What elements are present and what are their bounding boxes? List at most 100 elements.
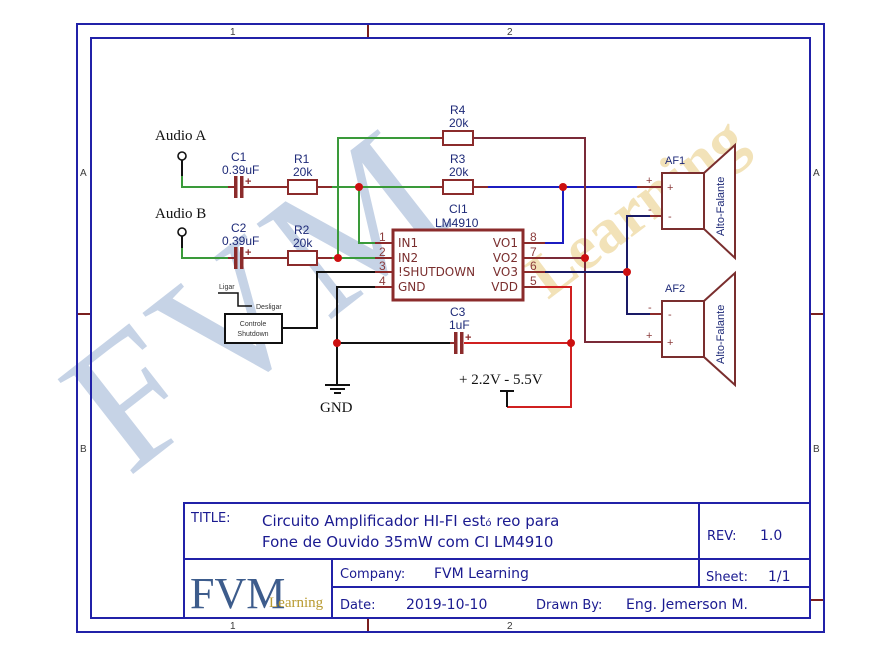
capacitor-c3[interactable]: + C3 1uF: [449, 305, 471, 354]
title-block-frame: [183, 502, 811, 619]
capacitor-c2-polarity: +: [245, 247, 251, 259]
ic-pin-number: 7: [530, 245, 537, 259]
wire-audio-a-to-c1: [181, 176, 228, 188]
column-label-top-2: 2: [507, 27, 513, 38]
column-label-bottom-2: 2: [507, 621, 513, 632]
shutdown-on-label: Ligar: [219, 284, 235, 291]
resistor-r2-ref: R2: [294, 223, 310, 237]
resistor-r4-body-icon: [442, 130, 474, 146]
resistor-r4-ref: R4: [450, 103, 466, 117]
wire-in2-to-r4: [337, 137, 430, 258]
ground-icon: [325, 384, 350, 394]
title-line-1-post: reo para: [491, 512, 559, 530]
ic-pin-number: 8: [530, 230, 537, 244]
speaker-af1[interactable]: AF1 Alto-Falante + - + -: [646, 142, 736, 261]
capacitor-c3-ref: C3: [450, 305, 466, 319]
speaker-af1-type: Alto-Falante: [715, 177, 727, 236]
junctions: [333, 183, 631, 347]
shutdown-control-label-2: Shutdown: [237, 331, 268, 338]
shutdown-control-box[interactable]: [224, 313, 283, 344]
capacitor-c2-plate-icon: [240, 247, 244, 269]
capacitor-c2-plate-icon: [234, 247, 238, 269]
ic-part-number: LM4910: [435, 216, 479, 230]
ic-pin-name: IN2: [398, 251, 418, 265]
ic-pin-number: 1: [379, 230, 386, 244]
resistor-r2[interactable]: R2 20k: [287, 223, 318, 266]
capacitor-c1[interactable]: + C1 0.39uF: [222, 150, 259, 198]
row-label-right-a: A: [813, 168, 820, 179]
shutdown-control[interactable]: Ligar Desligar Controle Shutdown: [218, 284, 283, 344]
wire-speaker-minus-stubs: [650, 215, 662, 315]
resistor-r3-value: 20k: [449, 165, 469, 179]
power-terminal-icon: [500, 390, 514, 407]
junction-dot: [581, 254, 589, 262]
junction-dot: [567, 339, 575, 347]
input-audio-b-label: Audio B: [155, 206, 206, 222]
ic-pin-name: VO2: [493, 251, 518, 265]
row-label-left-a: A: [80, 168, 87, 179]
capacitor-c2-ref: C2: [231, 221, 247, 235]
ic-pin-number: 4: [379, 274, 386, 288]
wire-audio-b-to-c2: [181, 248, 228, 259]
capacitor-c1-ref: C1: [231, 150, 247, 164]
resistor-r1[interactable]: R1 20k: [287, 152, 318, 195]
ic-pin-name: VO3: [493, 265, 518, 279]
outer-border: [76, 23, 825, 633]
resistor-r3-ref: R3: [450, 152, 466, 166]
wire-vo1-feedback: [545, 187, 564, 244]
speaker-af1-ref: AF1: [665, 155, 685, 167]
speaker-af1-minus-pin: -: [648, 204, 652, 216]
ground: GND: [320, 384, 353, 416]
ic-pin-name: VDD: [491, 280, 518, 294]
ic-pin-name: IN1: [398, 236, 418, 250]
title-line-1-glyph: ó: [485, 517, 491, 529]
date-label: Date:: [340, 598, 375, 613]
sheet-value: 1/1: [768, 569, 791, 585]
speaker-af2[interactable]: AF2 Alto-Falante - + - +: [646, 270, 736, 388]
speaker-af2-ref: AF2: [665, 283, 685, 295]
rev-value: 1.0: [760, 528, 782, 544]
input-audio-b: Audio B: [155, 206, 206, 248]
capacitor-c3-plate-icon: [454, 332, 458, 354]
terminal-audio-a-icon: [177, 151, 187, 161]
ic-ref: CI1: [449, 202, 468, 216]
title-block: TITLE: Circuito Amplificador HI-FI estó …: [183, 502, 811, 619]
wire-to-in1: [358, 187, 375, 244]
capacitor-c1-value: 0.39uF: [222, 163, 259, 177]
speaker-af2-minus-inner: -: [668, 309, 672, 321]
ground-label: GND: [320, 400, 353, 416]
wire-vo3-to-speakers-minus: [626, 215, 650, 315]
shutdown-control-label-1: Controle: [240, 321, 267, 328]
input-audio-a: Audio A: [155, 128, 206, 176]
speaker-af1-plus-pin: +: [646, 175, 652, 187]
resistor-r3[interactable]: R3 20k: [442, 152, 474, 195]
drawn-by-label: Drawn By:: [536, 598, 602, 613]
speaker-af2-plus-pin: +: [646, 330, 652, 342]
title-line-1: Circuito Amplificador HI-FI estó reo par…: [262, 512, 559, 530]
company-value: FVM Learning: [434, 566, 529, 582]
column-label-bottom-1: 1: [230, 621, 236, 632]
resistor-r4-value: 20k: [449, 116, 469, 130]
resistor-r1-body-icon: [287, 179, 318, 195]
company-logo: FVM Learning: [190, 569, 324, 618]
power-supply-label: + 2.2V - 5.5V: [459, 372, 543, 388]
capacitor-c3-value: 1uF: [449, 318, 470, 332]
resistor-r2-value: 20k: [293, 236, 313, 250]
speaker-af1-cone-icon: [703, 142, 736, 261]
ic-lm4910[interactable]: CI1 LM4910 1 2 3 4 IN1 IN2 !SHUTDOWN GND…: [379, 202, 537, 302]
capacitor-c2[interactable]: + C2 0.39uF: [222, 221, 259, 269]
wire-r4-to-af2-plus: [473, 137, 650, 343]
resistor-r4[interactable]: R4 20k: [442, 103, 474, 146]
speaker-af2-cone-icon: [703, 270, 736, 388]
resistor-r2-body-icon: [287, 250, 318, 266]
junction-dot: [333, 339, 341, 347]
capacitor-c3-plate-icon: [460, 332, 464, 354]
speaker-af1-plus-inner: +: [667, 182, 673, 194]
shutdown-switch-icon: [218, 292, 252, 307]
column-label-top-1: 1: [230, 27, 236, 38]
row-label-right-b: B: [813, 444, 820, 455]
speaker-af2-type: Alto-Falante: [715, 305, 727, 364]
speaker-af1-minus-inner: -: [668, 211, 672, 223]
wire-gnd: [336, 286, 375, 385]
